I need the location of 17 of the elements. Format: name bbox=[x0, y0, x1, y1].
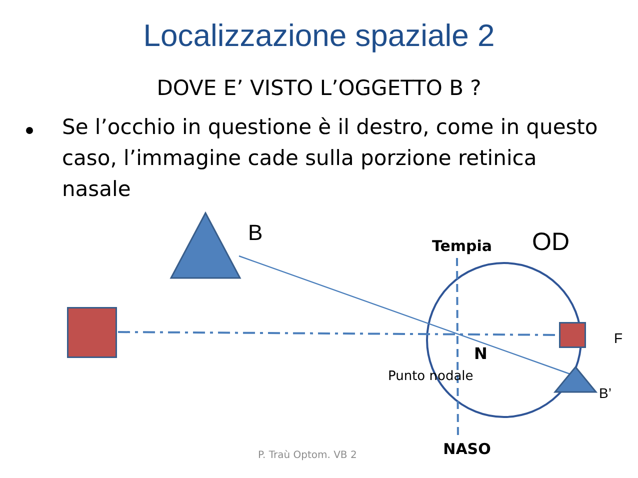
node-label: N bbox=[474, 344, 488, 363]
shape-label: B’ bbox=[599, 385, 612, 401]
triangle-shape bbox=[554, 366, 597, 393]
eye-label: OD bbox=[532, 228, 570, 257]
shape-label: B bbox=[248, 220, 263, 246]
axis-label: NASO bbox=[441, 440, 493, 460]
dashed-line bbox=[118, 331, 558, 336]
footer-text: P. Traù Optom. VB 2 bbox=[258, 450, 357, 461]
subtitle: DOVE E’ VISTO L’OGGETTO B ? bbox=[156, 76, 482, 100]
triangle-shape bbox=[170, 212, 241, 279]
bullet-text: Se l’occhio in questione è il destro, come in questo caso, l’immagine cade sulla porzione retinica nasale bbox=[62, 114, 599, 203]
square-shape bbox=[559, 322, 586, 348]
slide-title: Localizzazione spaziale 2 bbox=[142, 18, 496, 54]
line bbox=[238, 255, 570, 375]
square-shape bbox=[67, 307, 117, 358]
shape-label: F bbox=[614, 330, 623, 346]
axis-label: Tempia bbox=[432, 237, 492, 257]
